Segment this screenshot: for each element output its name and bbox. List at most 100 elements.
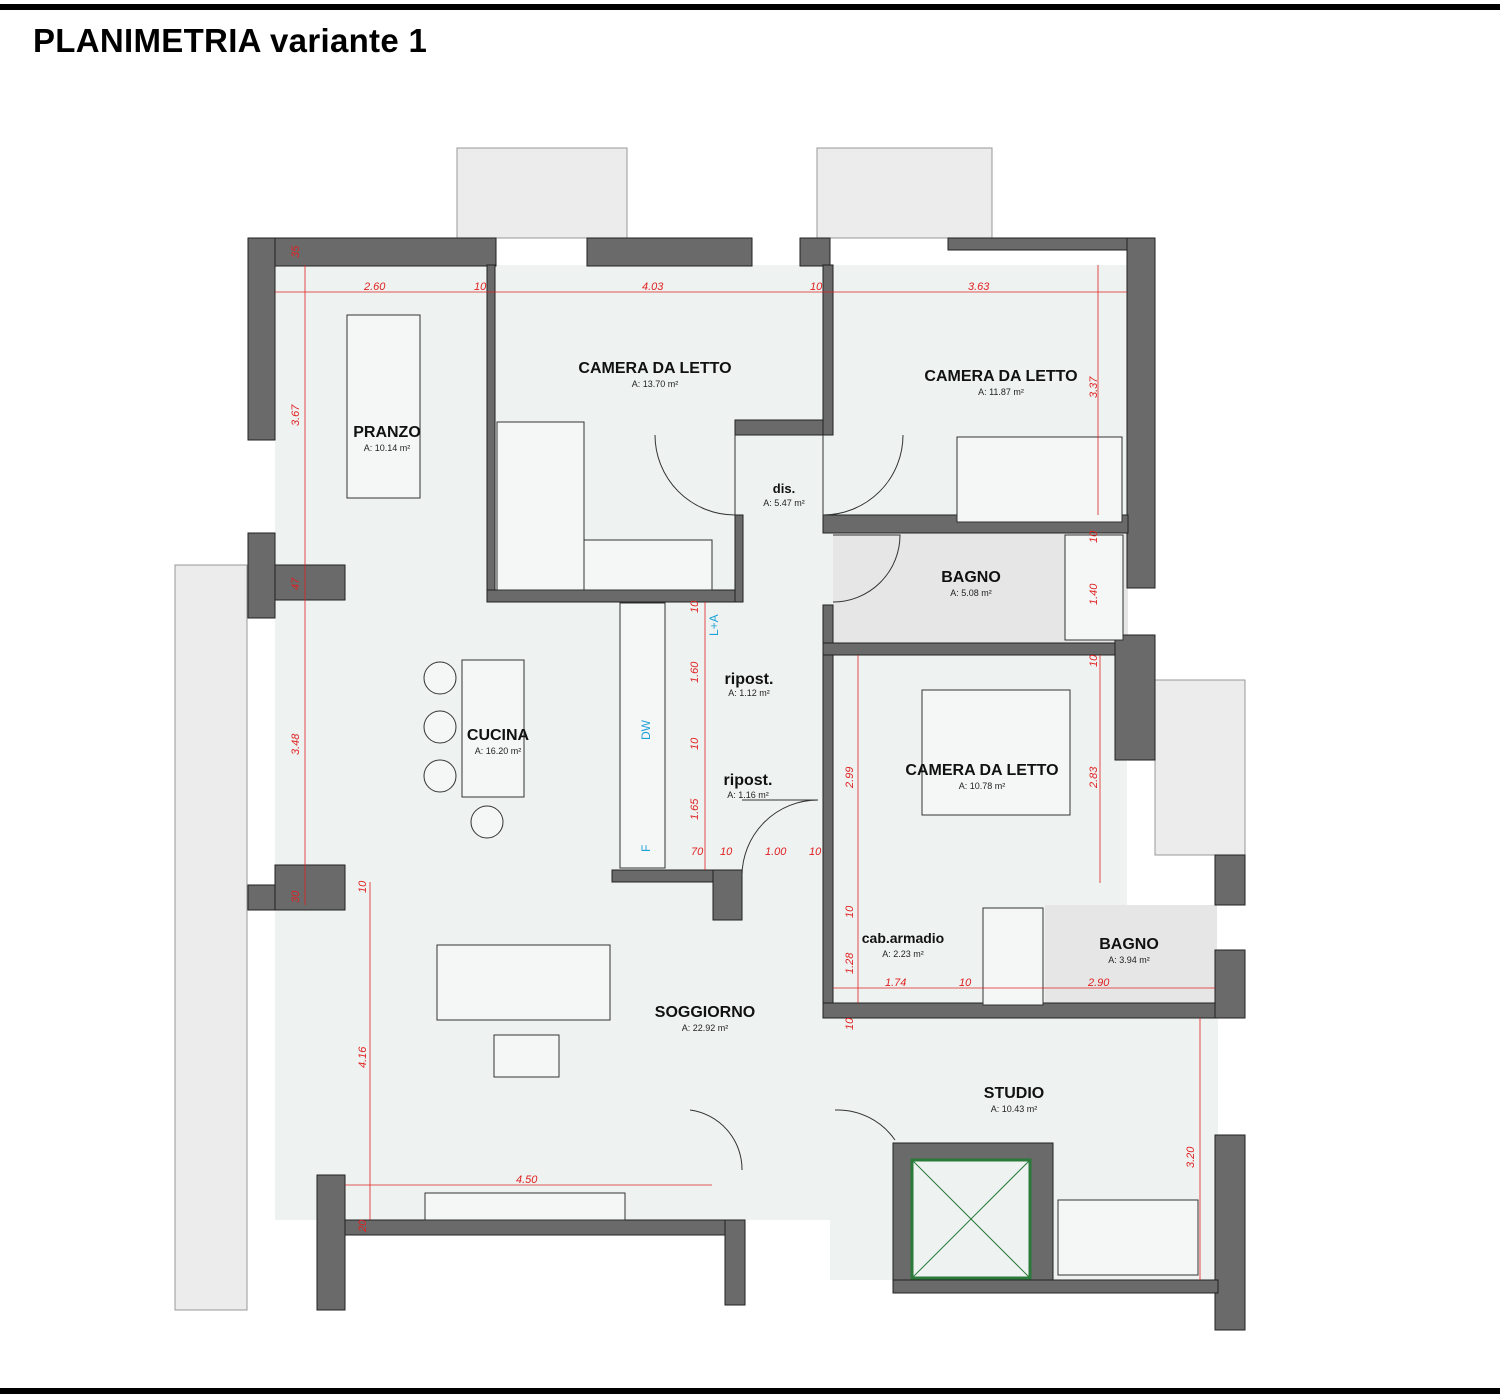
dimension-labels: 35 2.60 10 4.03 10 3.63 3.67 3.37 47 3.4… <box>290 245 1197 1233</box>
bottom-border-line <box>0 1388 1500 1394</box>
wall <box>724 1219 746 1306</box>
dimension-label: 10 <box>474 281 487 293</box>
room-area: A: 2.23 m² <box>882 949 924 959</box>
appliance-labels: L+A DW F <box>639 614 721 852</box>
top-border-line <box>0 4 1500 10</box>
dimension-label: 20 <box>357 1219 369 1233</box>
wall <box>822 264 834 436</box>
stool <box>423 710 457 744</box>
door-swing <box>654 434 736 516</box>
wall <box>1126 237 1156 589</box>
door-swing <box>689 1109 743 1171</box>
wall <box>586 237 753 267</box>
wall <box>799 237 831 267</box>
appliance-label: DW <box>639 719 653 740</box>
sofa <box>1057 1199 1199 1276</box>
wall <box>734 514 744 603</box>
room-area: A: 16.20 m² <box>475 746 522 756</box>
dimension-label: 3.63 <box>968 281 990 293</box>
room-name: CAMERA DA LETTO <box>905 762 1058 779</box>
door-swing <box>741 799 819 877</box>
wall <box>892 1279 1219 1294</box>
balcony-north-left <box>456 147 628 239</box>
dimension-lines <box>275 265 1215 1280</box>
dimension-label: 2.60 <box>363 281 386 293</box>
dimension-label: 47 <box>290 577 302 590</box>
room-area: A: 3.94 m² <box>1108 955 1150 965</box>
dimension-label: 1.60 <box>689 661 701 683</box>
dimension-label: 35 <box>290 245 302 258</box>
stool <box>423 661 457 695</box>
dimension-label: 10 <box>689 737 701 750</box>
wall <box>486 264 496 596</box>
dimension-label: 10 <box>959 977 972 989</box>
coffee-table <box>493 1034 560 1078</box>
dimension-label: 3.48 <box>290 733 302 755</box>
room-name: ripost. <box>725 671 774 688</box>
room-name: PRANZO <box>353 424 421 441</box>
room-area: A: 13.70 m² <box>632 379 679 389</box>
door-swing <box>832 534 901 603</box>
double-bed <box>921 689 1071 816</box>
dimension-label: 30 <box>290 890 302 903</box>
room-name: cab.armadio <box>862 930 944 946</box>
wall <box>1214 949 1246 1019</box>
wall <box>712 869 743 921</box>
dimension-label: 10 <box>1088 530 1100 543</box>
wall <box>734 419 824 436</box>
dimension-label: 3.67 <box>290 404 302 426</box>
balcony-north-right <box>816 147 993 239</box>
dimension-label: 4.03 <box>642 281 664 293</box>
wall <box>274 864 346 911</box>
room-area: A: 5.47 m² <box>763 498 805 508</box>
shower <box>982 907 1044 1006</box>
wall <box>822 642 1129 656</box>
wardrobe <box>583 539 713 591</box>
elevator-cross <box>911 1159 1031 1279</box>
wall <box>274 564 346 601</box>
wall <box>947 237 1156 251</box>
room-name: BAGNO <box>941 569 1001 586</box>
stool <box>470 805 504 839</box>
stool <box>423 759 457 793</box>
room-area: A: 1.12 m² <box>728 688 770 698</box>
elevator <box>910 1158 1032 1280</box>
room-area: A: 22.92 m² <box>682 1023 729 1033</box>
dimension-label: 10 <box>357 880 369 893</box>
dining-table <box>346 314 421 499</box>
dimension-label: 1.65 <box>689 798 701 820</box>
balcony-west <box>174 564 248 1311</box>
page-title: PLANIMETRIA variante 1 <box>33 22 428 59</box>
wall <box>247 237 276 441</box>
dimension-label: 1.00 <box>765 846 787 858</box>
room-area: A: 1.16 m² <box>727 790 769 800</box>
tv-unit <box>424 1192 626 1221</box>
dimension-label: 10 <box>844 1017 856 1030</box>
wall <box>247 237 497 267</box>
dimension-label: 4.50 <box>516 1174 538 1186</box>
sofa <box>436 944 611 1021</box>
wall <box>1214 1134 1246 1331</box>
appliance-label: L+A <box>707 614 721 636</box>
door-swing <box>834 1109 896 1141</box>
wall <box>1114 634 1156 761</box>
room-name: dis. <box>773 481 795 496</box>
room-area: A: 11.87 m² <box>978 387 1024 397</box>
dimension-label: 2.99 <box>844 767 856 789</box>
dimension-label: 70 <box>691 846 704 858</box>
doors <box>654 434 904 1171</box>
dimension-label: 1.40 <box>1088 583 1100 605</box>
appliance-label: F <box>639 845 653 852</box>
room-area: A: 10.43 m² <box>991 1104 1038 1114</box>
door-swing <box>822 434 904 516</box>
wall <box>247 884 276 911</box>
room-name: ripost. <box>724 772 773 789</box>
room-area: A: 5.08 m² <box>950 588 992 598</box>
dimension-label: 10 <box>810 281 823 293</box>
single-bed <box>496 421 585 591</box>
dimension-label: 2.83 <box>1088 766 1100 789</box>
room-labels: CAMERA DA LETTO A: 13.70 m² CAMERA DA LE… <box>353 360 1159 1114</box>
room-name: CAMERA DA LETTO <box>924 368 1077 385</box>
wall <box>316 1174 346 1311</box>
